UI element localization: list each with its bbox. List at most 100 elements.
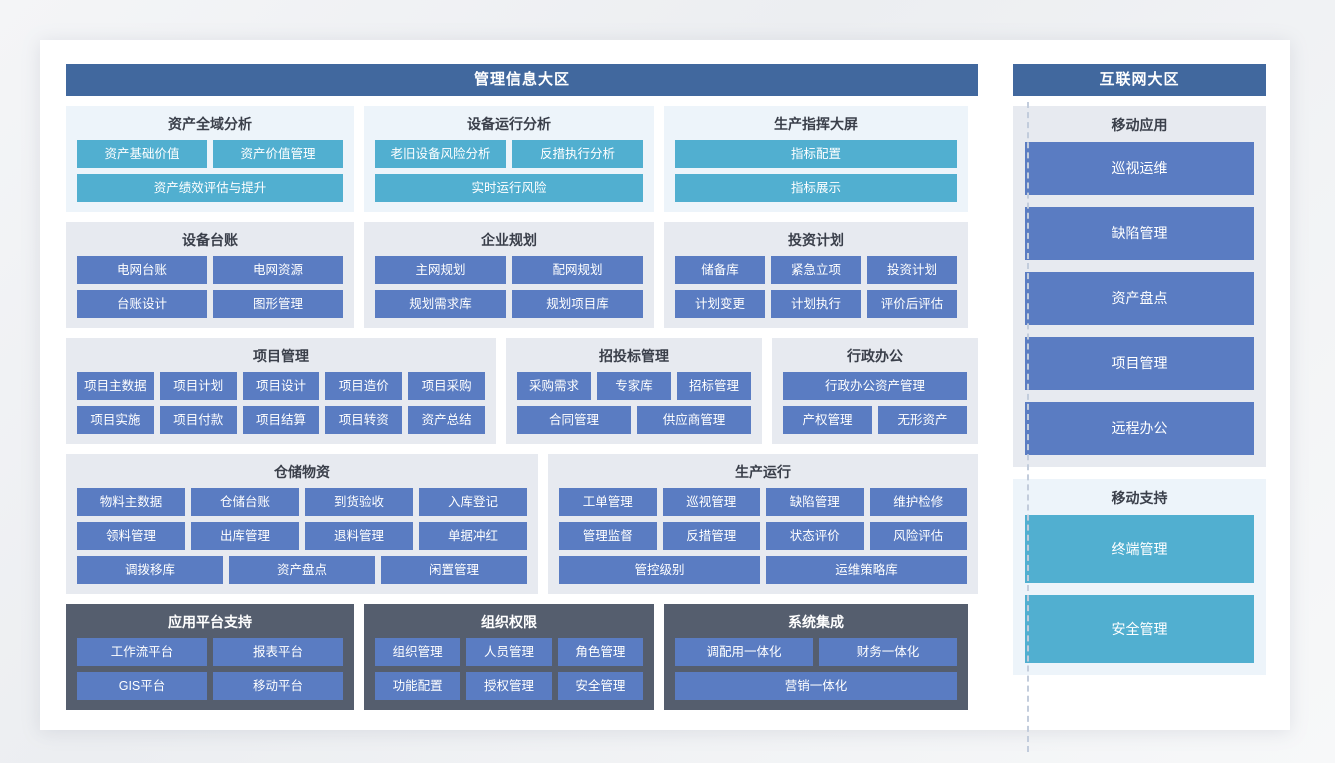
button-row: GIS平台移动平台 (77, 672, 343, 700)
module-button[interactable]: 入库登记 (419, 488, 527, 516)
module-button[interactable]: 电网台账 (77, 256, 207, 284)
module-button[interactable]: 反措执行分析 (512, 140, 643, 168)
module-button[interactable]: 领料管理 (77, 522, 185, 550)
region-header-management: 管理信息大区 (66, 64, 978, 96)
module-button[interactable]: 管控级别 (559, 556, 760, 584)
module-button[interactable]: 项目转资 (325, 406, 403, 434)
module-button[interactable]: 紧急立项 (771, 256, 861, 284)
group-title: 项目管理 (253, 348, 309, 364)
module-button[interactable]: 项目管理 (1025, 337, 1254, 390)
module-button[interactable]: 管理监督 (559, 522, 657, 550)
module-button[interactable]: 采购需求 (517, 372, 591, 400)
module-button[interactable]: 资产总结 (408, 406, 485, 434)
module-button[interactable]: 台账设计 (77, 290, 207, 318)
module-button[interactable]: 授权管理 (466, 672, 552, 700)
module-button[interactable]: 运维策略库 (766, 556, 967, 584)
module-button[interactable]: 调配用一体化 (675, 638, 813, 666)
module-button[interactable]: 规划项目库 (512, 290, 643, 318)
module-button[interactable]: 出库管理 (191, 522, 299, 550)
module-button[interactable]: 评价后评估 (867, 290, 957, 318)
module-button[interactable]: 项目付款 (159, 406, 237, 434)
architecture-diagram-card: 管理信息大区 资产全域分析资产基础价值资产价值管理资产绩效评估与提升设备运行分析… (40, 40, 1290, 752)
module-button[interactable]: 安全管理 (1025, 595, 1254, 663)
module-button[interactable]: 计划执行 (771, 290, 861, 318)
button-row: 产权管理无形资产 (783, 406, 967, 434)
module-button[interactable]: 项目造价 (325, 372, 403, 400)
module-button[interactable]: 资产价值管理 (213, 140, 343, 168)
module-button[interactable]: 工单管理 (559, 488, 657, 516)
module-button[interactable]: 移动平台 (213, 672, 343, 700)
module-button[interactable]: 老旧设备风险分析 (375, 140, 506, 168)
module-button[interactable]: 行政办公资产管理 (783, 372, 967, 400)
module-button[interactable]: 报表平台 (213, 638, 343, 666)
module-button[interactable]: 主网规划 (375, 256, 506, 284)
group-box: 招投标管理采购需求专家库招标管理合同管理供应商管理 (506, 338, 762, 444)
module-button[interactable]: 供应商管理 (637, 406, 751, 434)
button-row: 工作流平台报表平台 (77, 638, 343, 666)
module-button[interactable]: 电网资源 (213, 256, 343, 284)
module-button[interactable]: 资产基础价值 (77, 140, 207, 168)
button-row: 调配用一体化财务一体化 (675, 638, 957, 666)
module-button[interactable]: 巡视运维 (1025, 142, 1254, 195)
module-button[interactable]: 项目结算 (242, 406, 320, 434)
module-button[interactable]: 单据冲红 (419, 522, 527, 550)
module-button[interactable]: GIS平台 (77, 672, 207, 700)
module-button[interactable]: 缺陷管理 (1025, 207, 1254, 260)
module-button[interactable]: 营销一体化 (675, 672, 957, 700)
module-button[interactable]: 功能配置 (375, 672, 461, 700)
group-box: 生产指挥大屏指标配置指标展示 (664, 106, 968, 212)
module-button[interactable]: 缺陷管理 (766, 488, 864, 516)
module-button[interactable]: 退料管理 (305, 522, 413, 550)
module-button[interactable]: 项目主数据 (77, 372, 154, 400)
right-group-box: 移动支持终端管理安全管理 (1013, 479, 1266, 675)
module-button[interactable]: 物料主数据 (77, 488, 185, 516)
module-button[interactable]: 指标配置 (675, 140, 957, 168)
module-button[interactable]: 无形资产 (878, 406, 967, 434)
button-row: 物料主数据仓储台账到货验收入库登记 (77, 488, 527, 516)
button-row: 储备库紧急立项投资计划 (675, 256, 957, 284)
module-button[interactable]: 储备库 (675, 256, 765, 284)
module-button[interactable]: 资产盘点 (1025, 272, 1254, 325)
module-button[interactable]: 计划变更 (675, 290, 765, 318)
group-row: 设备台账电网台账电网资源台账设计图形管理企业规划主网规划配网规划规划需求库规划项… (66, 222, 978, 328)
group-title: 系统集成 (788, 614, 844, 630)
module-button[interactable]: 规划需求库 (375, 290, 506, 318)
button-row: 电网台账电网资源 (77, 256, 343, 284)
module-button[interactable]: 反措管理 (662, 522, 760, 550)
module-button[interactable]: 实时运行风险 (375, 174, 643, 202)
module-button[interactable]: 工作流平台 (77, 638, 207, 666)
button-row: 资产基础价值资产价值管理 (77, 140, 343, 168)
module-button[interactable]: 项目设计 (242, 372, 320, 400)
module-button[interactable]: 配网规划 (512, 256, 643, 284)
module-button[interactable]: 投资计划 (867, 256, 957, 284)
module-button[interactable]: 组织管理 (375, 638, 461, 666)
module-button[interactable]: 专家库 (597, 372, 671, 400)
module-button[interactable]: 人员管理 (466, 638, 552, 666)
module-button[interactable]: 合同管理 (517, 406, 631, 434)
module-button[interactable]: 项目计划 (159, 372, 237, 400)
module-button[interactable]: 远程办公 (1025, 402, 1254, 455)
module-button[interactable]: 资产绩效评估与提升 (77, 174, 343, 202)
module-button[interactable]: 产权管理 (783, 406, 872, 434)
module-button[interactable]: 安全管理 (557, 672, 643, 700)
module-button[interactable]: 指标展示 (675, 174, 957, 202)
module-button[interactable]: 到货验收 (305, 488, 413, 516)
module-button[interactable]: 财务一体化 (819, 638, 957, 666)
module-button[interactable]: 风险评估 (869, 522, 967, 550)
module-button[interactable]: 状态评价 (766, 522, 864, 550)
module-button[interactable]: 项目采购 (408, 372, 485, 400)
module-button[interactable]: 仓储台账 (191, 488, 299, 516)
group-box: 仓储物资物料主数据仓储台账到货验收入库登记领料管理出库管理退料管理单据冲红调拨移… (66, 454, 538, 594)
module-button[interactable]: 维护检修 (869, 488, 967, 516)
module-button[interactable]: 角色管理 (557, 638, 643, 666)
button-row: 管控级别运维策略库 (559, 556, 967, 584)
module-button[interactable]: 调拨移库 (77, 556, 223, 584)
module-button[interactable]: 招标管理 (677, 372, 751, 400)
group-title: 资产全域分析 (168, 116, 252, 132)
module-button[interactable]: 巡视管理 (662, 488, 760, 516)
module-button[interactable]: 图形管理 (213, 290, 343, 318)
module-button[interactable]: 项目实施 (77, 406, 154, 434)
module-button[interactable]: 资产盘点 (229, 556, 375, 584)
module-button[interactable]: 闲置管理 (381, 556, 527, 584)
module-button[interactable]: 终端管理 (1025, 515, 1254, 583)
